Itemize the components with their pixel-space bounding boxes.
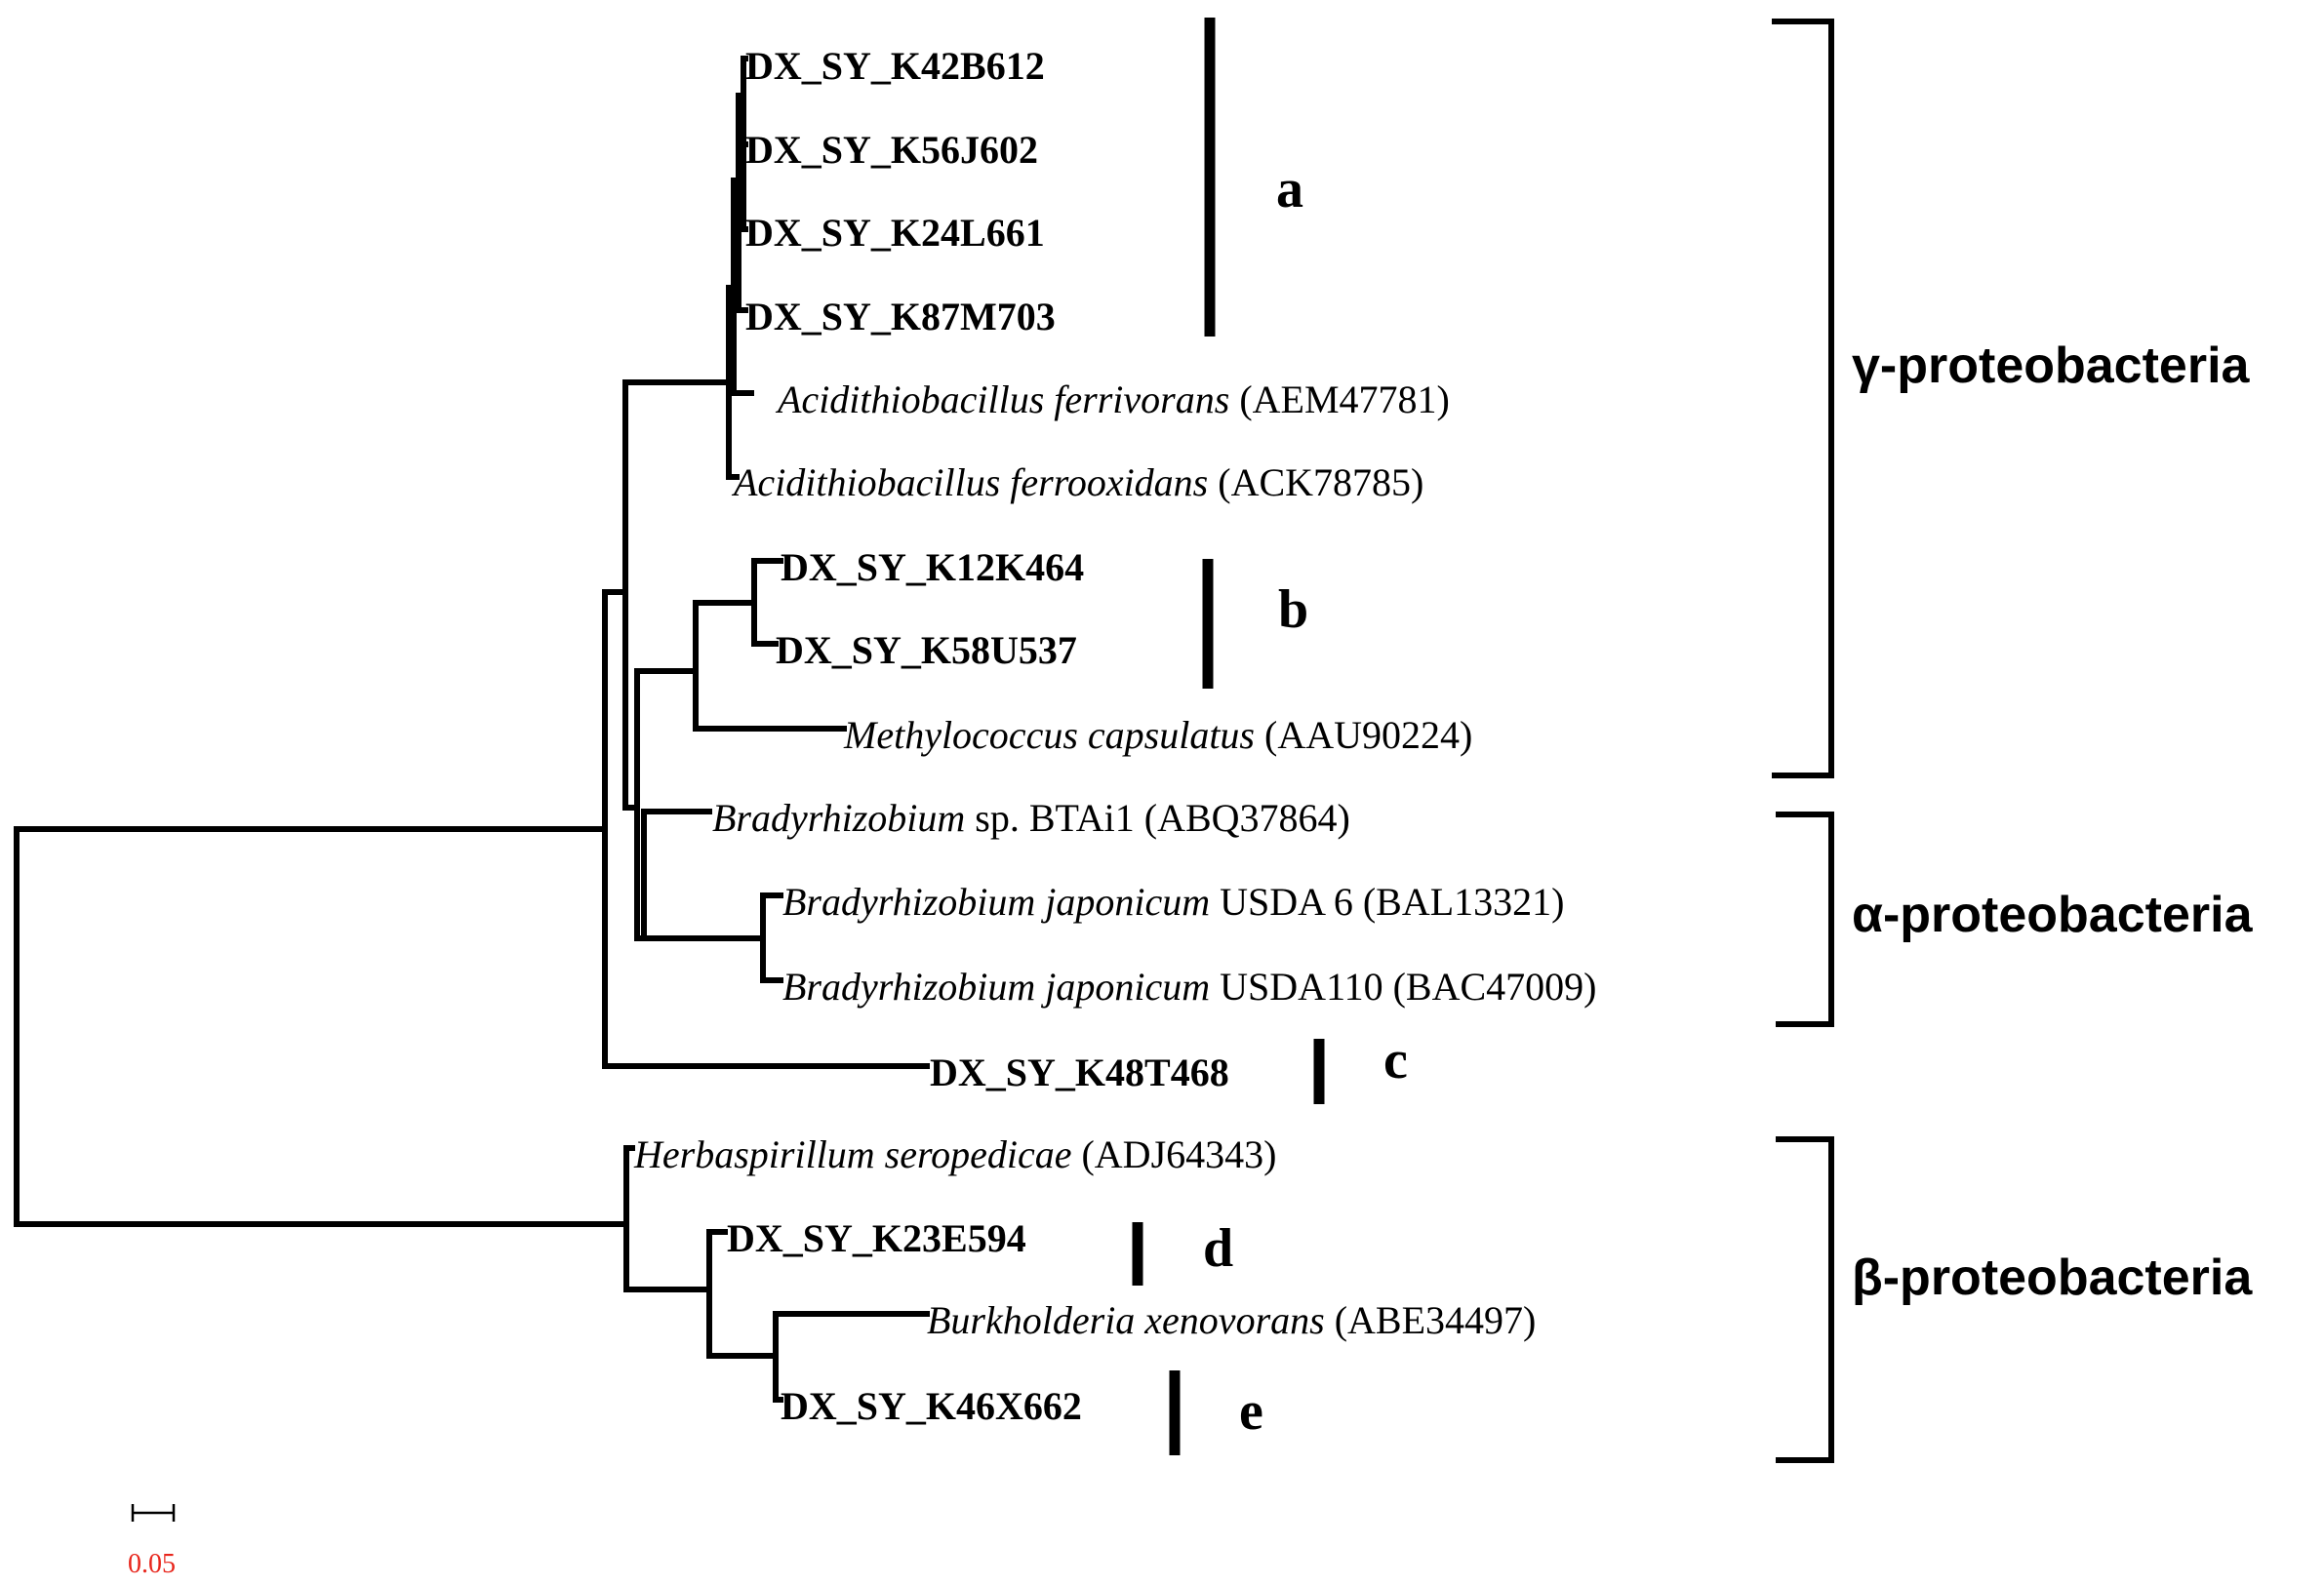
leaf-label-K56J602: DX_SY_K56J602 bbox=[745, 128, 1038, 172]
leaf-label-ABQ37864: Bradyrhizobium sp. BTAi1 (ABQ37864) bbox=[712, 796, 1350, 840]
leaf-label-AEM47781: Acidithiobacillus ferrivorans (AEM47781) bbox=[775, 377, 1450, 421]
leaf-label-K46X662: DX_SY_K46X662 bbox=[781, 1384, 1082, 1428]
clade-letter-d: d bbox=[1203, 1218, 1233, 1279]
clade-letter-b: b bbox=[1278, 579, 1308, 640]
leaf-label-ACK78785: Acidithiobacillus ferrooxidans (ACK78785… bbox=[731, 460, 1423, 504]
bracket-alpha bbox=[1776, 812, 1834, 1027]
leaf-labels: DX_SY_K42B612 DX_SY_K56J602 DX_SY_K24L66… bbox=[633, 44, 1596, 1428]
clade-letter-a: a bbox=[1276, 159, 1303, 219]
leaf-label-K12K464: DX_SY_K12K464 bbox=[781, 545, 1084, 589]
leaf-label-BAC47009: Bradyrhizobium japonicum USDA110 (BAC470… bbox=[782, 965, 1596, 1009]
group-label-alpha: α-proteobacteria bbox=[1852, 887, 2254, 943]
bracket-gamma bbox=[1772, 19, 1834, 778]
leaf-label-K48T468: DX_SY_K48T468 bbox=[930, 1051, 1229, 1094]
clade-letter-c: c bbox=[1383, 1030, 1408, 1090]
leaf-label-K58U537: DX_SY_K58U537 bbox=[776, 628, 1077, 672]
leaf-label-K42B612: DX_SY_K42B612 bbox=[745, 44, 1045, 88]
scale-label: 0.05 bbox=[128, 1549, 176, 1579]
bracket-beta bbox=[1776, 1136, 1834, 1463]
leaf-label-ABE34497: Burkholderia xenovorans (ABE34497) bbox=[927, 1298, 1536, 1342]
leaf-label-ADJ64343: Herbaspirillum seropedicae (ADJ64343) bbox=[633, 1132, 1276, 1176]
leaf-label-AAU90224: Methylococcus capsulatus (AAU90224) bbox=[843, 713, 1472, 757]
leaf-label-K87M703: DX_SY_K87M703 bbox=[745, 295, 1056, 338]
taxonomic-groups: γ-proteobacteria α-proteobacteria β-prot… bbox=[1772, 19, 2254, 1463]
clade-letter-e: e bbox=[1239, 1381, 1263, 1442]
leaf-label-K23E594: DX_SY_K23E594 bbox=[727, 1216, 1026, 1260]
clade-markers: a b c d e bbox=[1132, 18, 1408, 1455]
group-label-beta: β-proteobacteria bbox=[1852, 1249, 2253, 1306]
tree-branches bbox=[14, 56, 930, 1403]
scale: 0.05 bbox=[128, 1504, 176, 1579]
group-label-gamma: γ-proteobacteria bbox=[1852, 337, 2251, 394]
scale-bar bbox=[131, 1504, 176, 1522]
leaf-label-K24L661: DX_SY_K24L661 bbox=[745, 211, 1045, 255]
leaf-label-BAL13321: Bradyrhizobium japonicum USDA 6 (BAL1332… bbox=[782, 880, 1565, 924]
